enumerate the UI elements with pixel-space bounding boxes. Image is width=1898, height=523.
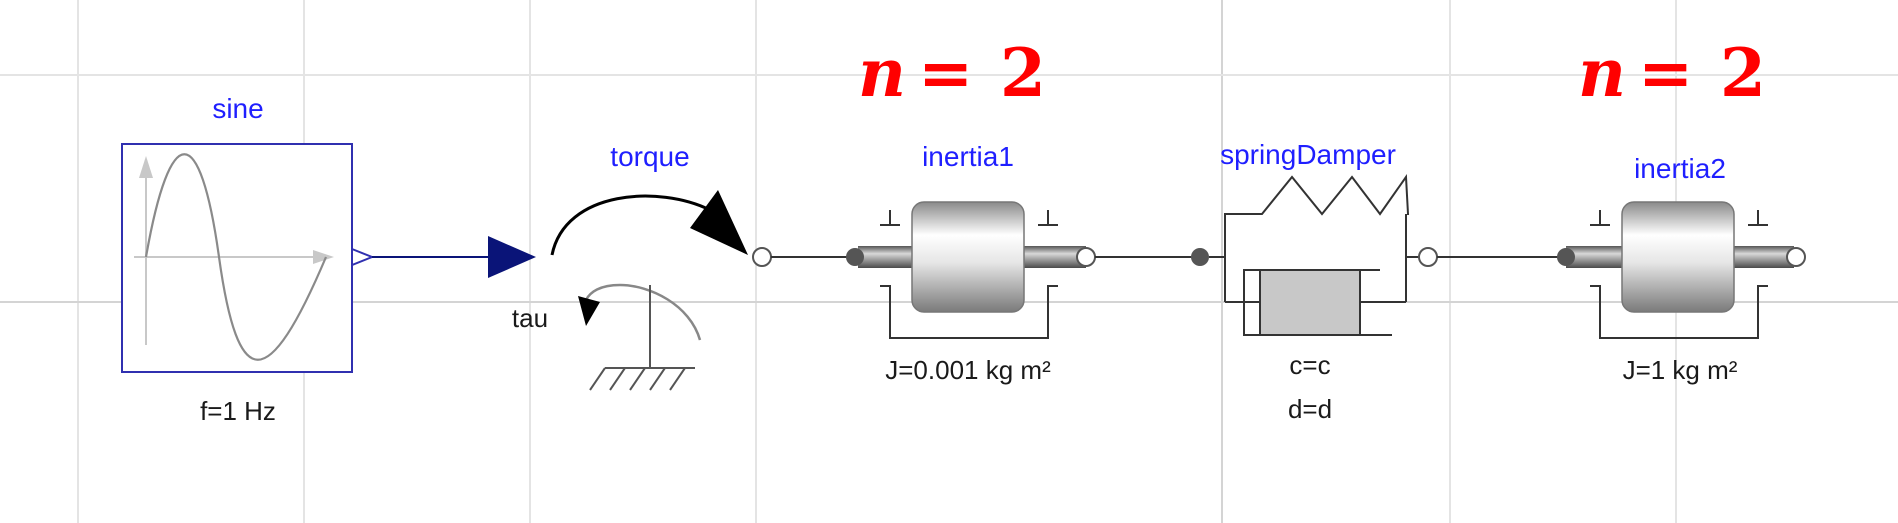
torque-name-label: torque bbox=[610, 141, 689, 172]
inertia1-flange-b[interactable] bbox=[1076, 247, 1096, 267]
fixed-ground-icon bbox=[589, 285, 695, 391]
torque-icon bbox=[550, 190, 748, 341]
annotation-value: 2 bbox=[1000, 34, 1046, 112]
torque-port-label: tau bbox=[512, 303, 548, 333]
inertia-icon bbox=[858, 201, 1086, 339]
sine-block-icon bbox=[134, 153, 334, 361]
annotation-equals: = bbox=[918, 34, 973, 112]
torque-input-port[interactable] bbox=[488, 236, 536, 278]
annotation-n-equals-2-left: n = 2 bbox=[858, 34, 1046, 112]
sine-name-label: sine bbox=[212, 93, 263, 124]
annotation-value: 2 bbox=[1720, 34, 1766, 112]
springDamper-param-d: d=d bbox=[1288, 394, 1332, 424]
damper-icon bbox=[1243, 257, 1407, 336]
inertia-icon bbox=[1566, 201, 1794, 339]
sine-block[interactable]: sine f=1 Hz bbox=[121, 93, 375, 426]
inertia2-flange-a[interactable] bbox=[1557, 248, 1575, 266]
inertia2-name-label: inertia2 bbox=[1634, 153, 1726, 184]
annotation-variable: n bbox=[1578, 34, 1626, 112]
annotation-variable: n bbox=[858, 34, 906, 112]
annotation-equals: = bbox=[1638, 34, 1693, 112]
inertia1-param-label: J=0.001 kg m² bbox=[885, 355, 1051, 385]
inertia2-flange-b[interactable] bbox=[1786, 247, 1806, 267]
annotation-n-equals-2-right: n = 2 bbox=[1578, 34, 1766, 112]
torque-block[interactable]: torque tau bbox=[488, 141, 772, 391]
inertia1-block[interactable]: inertia1 J=0.001 kg m² bbox=[846, 141, 1096, 385]
sine-output-port[interactable] bbox=[351, 247, 375, 267]
sine-param-label: f=1 Hz bbox=[200, 396, 276, 426]
inertia1-name-label: inertia1 bbox=[922, 141, 1014, 172]
springDamper-flange-a[interactable] bbox=[1191, 248, 1209, 266]
torque-flange-port[interactable] bbox=[752, 247, 772, 267]
springDamper-name-label: springDamper bbox=[1220, 139, 1396, 170]
springDamper-param-c: c=c bbox=[1289, 350, 1330, 380]
springDamper-block[interactable]: springDamper c=c d=d bbox=[1191, 139, 1438, 424]
inertia1-flange-a[interactable] bbox=[846, 248, 864, 266]
springDamper-flange-b[interactable] bbox=[1418, 247, 1438, 267]
inertia2-param-label: J=1 kg m² bbox=[1623, 355, 1738, 385]
spring-icon bbox=[1209, 174, 1420, 303]
inertia2-block[interactable]: inertia2 J=1 kg m² bbox=[1557, 153, 1806, 385]
